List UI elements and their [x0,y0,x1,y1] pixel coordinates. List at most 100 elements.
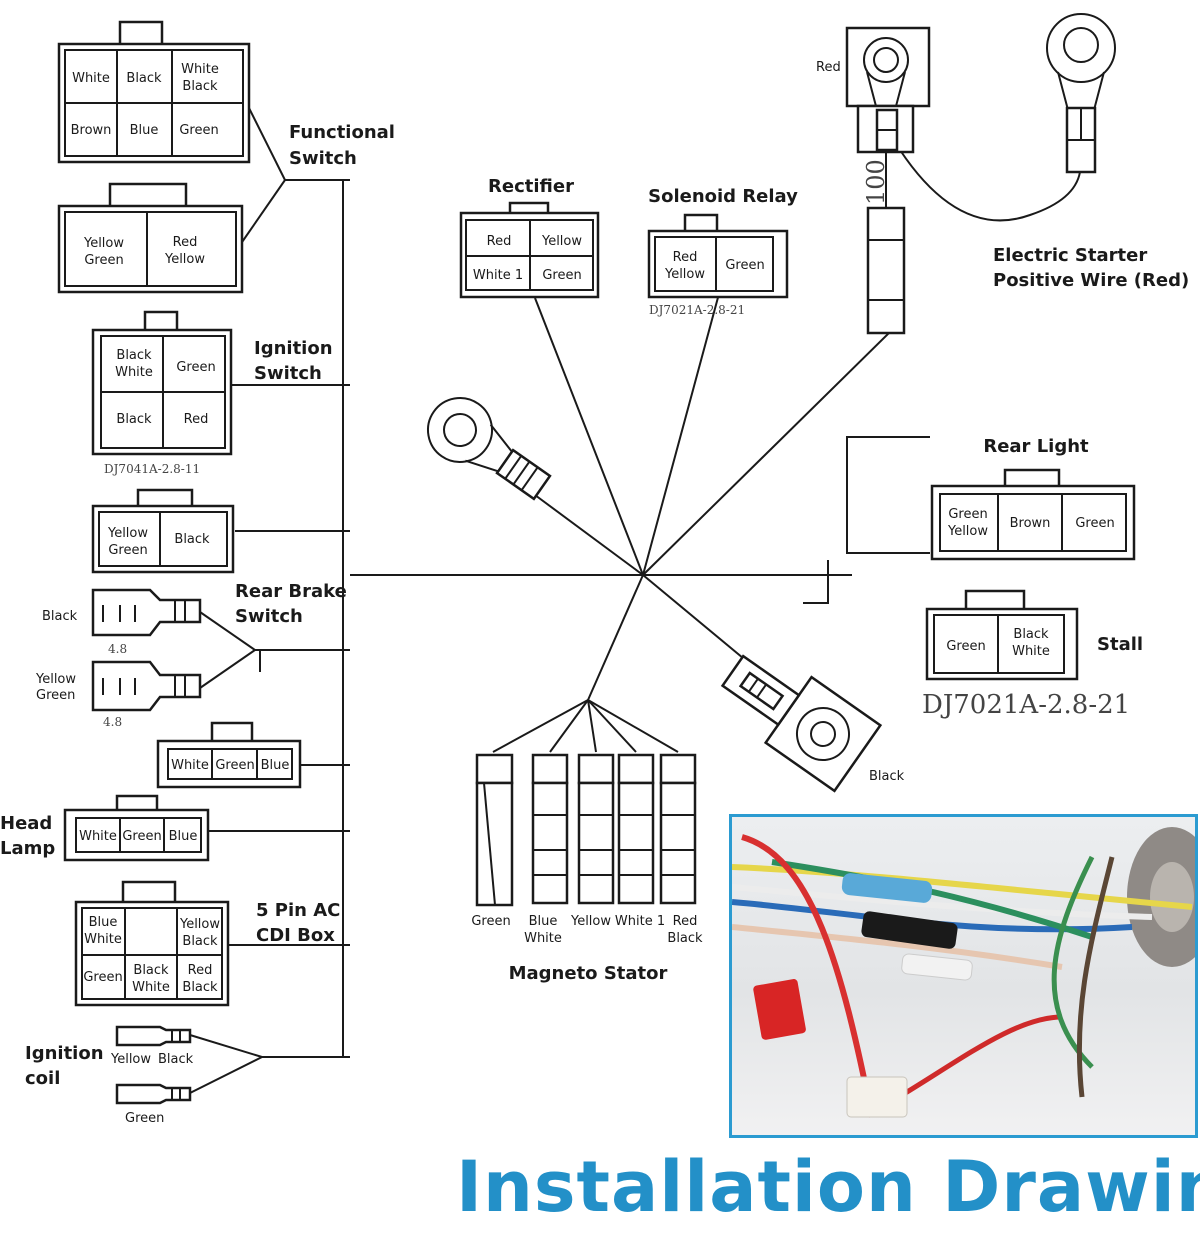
ign-cell-4: Red [184,412,209,427]
label-line: Red [673,250,698,265]
label-line: Yellow [664,267,705,282]
rect-cell-2: Yellow [541,234,582,249]
label-line: Yellow [179,917,220,932]
rear-brake-title-2: Switch [235,606,303,627]
rear-light-cell-3: Green [1075,516,1114,531]
head-lamp-cell-2: Green [122,829,161,844]
label-line: Green [948,507,987,522]
ignition-switch-title-2: Switch [254,363,322,384]
magneto-stator-terminals [475,699,697,907]
head-lamp-cell-1: White [79,829,117,844]
label-line: Yellow [947,524,988,539]
stator-wire-3: Yellow [570,914,611,929]
rear-light-title: Rear Light [983,436,1089,457]
rect-cell-1: Red [487,234,512,249]
rear-brake-wire-2b: Green [36,688,75,703]
stall-cell-1: Green [946,639,985,654]
harness-photo [729,814,1198,1138]
stator-wire-1: Green [471,914,510,929]
label-line: Black [116,348,152,363]
rear-brake-size-2: 4.8 [103,715,122,729]
rear-brake-terminals [91,588,202,712]
ring-terminal-left [427,397,552,501]
head-lamp-connector: White Green Blue [63,794,210,862]
stator-wire-4: White 1 [615,914,665,929]
ignition-coil-title-1: Ignition [25,1043,104,1064]
starter-red-label: Red [816,60,841,75]
label-line: White [84,932,122,947]
three-pin-cell-3: Blue [261,758,290,773]
cdi-box-title-2: CDI Box [256,925,335,946]
ignition-switch-part-no: DJ7041A-2.8-11 [104,462,200,476]
label-line: Black [133,963,169,978]
rectifier-title: Rectifier [488,176,574,197]
rear-brake-wire-1: Black [42,609,78,624]
rect-cell-4: Green [542,268,581,283]
label-line: Black [182,79,218,94]
ign-coil-wire-2: Black [158,1052,194,1067]
harness-photo-illustration [732,827,1195,1118]
label-line: Yellow [83,236,124,251]
label-line: Black [182,980,218,995]
starter-title-1: Electric Starter [993,245,1147,266]
ground-ring-terminal [720,654,883,793]
ign-coil-wire-1: Yellow [110,1052,151,1067]
rectifier-connector: Red Yellow White 1 Green [459,201,600,299]
ignition-coil-terminals [115,1025,192,1105]
functional-switch-title-1: Functional [289,122,395,143]
rear-brake-wire-2a: Yellow [35,672,76,687]
label-line: Blue [89,915,118,930]
three-pin-cell-2: Green [215,758,254,773]
harness-lines [189,99,1081,1094]
three-pin-cell-1: White [171,758,209,773]
ignition-coil-title-2: coil [25,1068,60,1089]
label-line: Black [182,934,218,949]
cdi-box-title-1: 5 Pin AC [256,900,340,921]
ign-cell-2: Green [176,360,215,375]
starter-terminals [845,13,1116,335]
label-line: White [181,62,219,77]
solenoid-part-no: DJ7021A-2.8-21 [649,303,745,317]
label-line: Black [667,931,703,946]
ign-cell-3: Black [116,412,152,427]
fs-a-cell-4: Brown [71,123,112,138]
installation-drawings-title: Installation Drawings [456,1146,1200,1228]
rear-light-cell-2: Brown [1010,516,1051,531]
three-pin-connector: White Green Blue [156,721,302,789]
stall-part-no: DJ7021A-2.8-21 [922,690,1130,720]
head-lamp-title-2: Lamp [0,838,55,859]
starter-number: 100 [862,159,890,205]
label-line: Red [188,963,213,978]
label-line: Yellow [164,252,205,267]
fs-a-cell-2: Black [126,71,162,86]
fs-a-cell-6: Green [179,123,218,138]
head-lamp-cell-3: Blue [169,829,198,844]
label-line: Green [108,543,147,558]
label-line: White [1012,644,1050,659]
fs-a-cell-5: Blue [130,123,159,138]
label-line: White [524,931,562,946]
label-line: White [132,980,170,995]
head-lamp-title-1: Head [0,813,52,834]
cdi-cell-4: Green [83,970,122,985]
